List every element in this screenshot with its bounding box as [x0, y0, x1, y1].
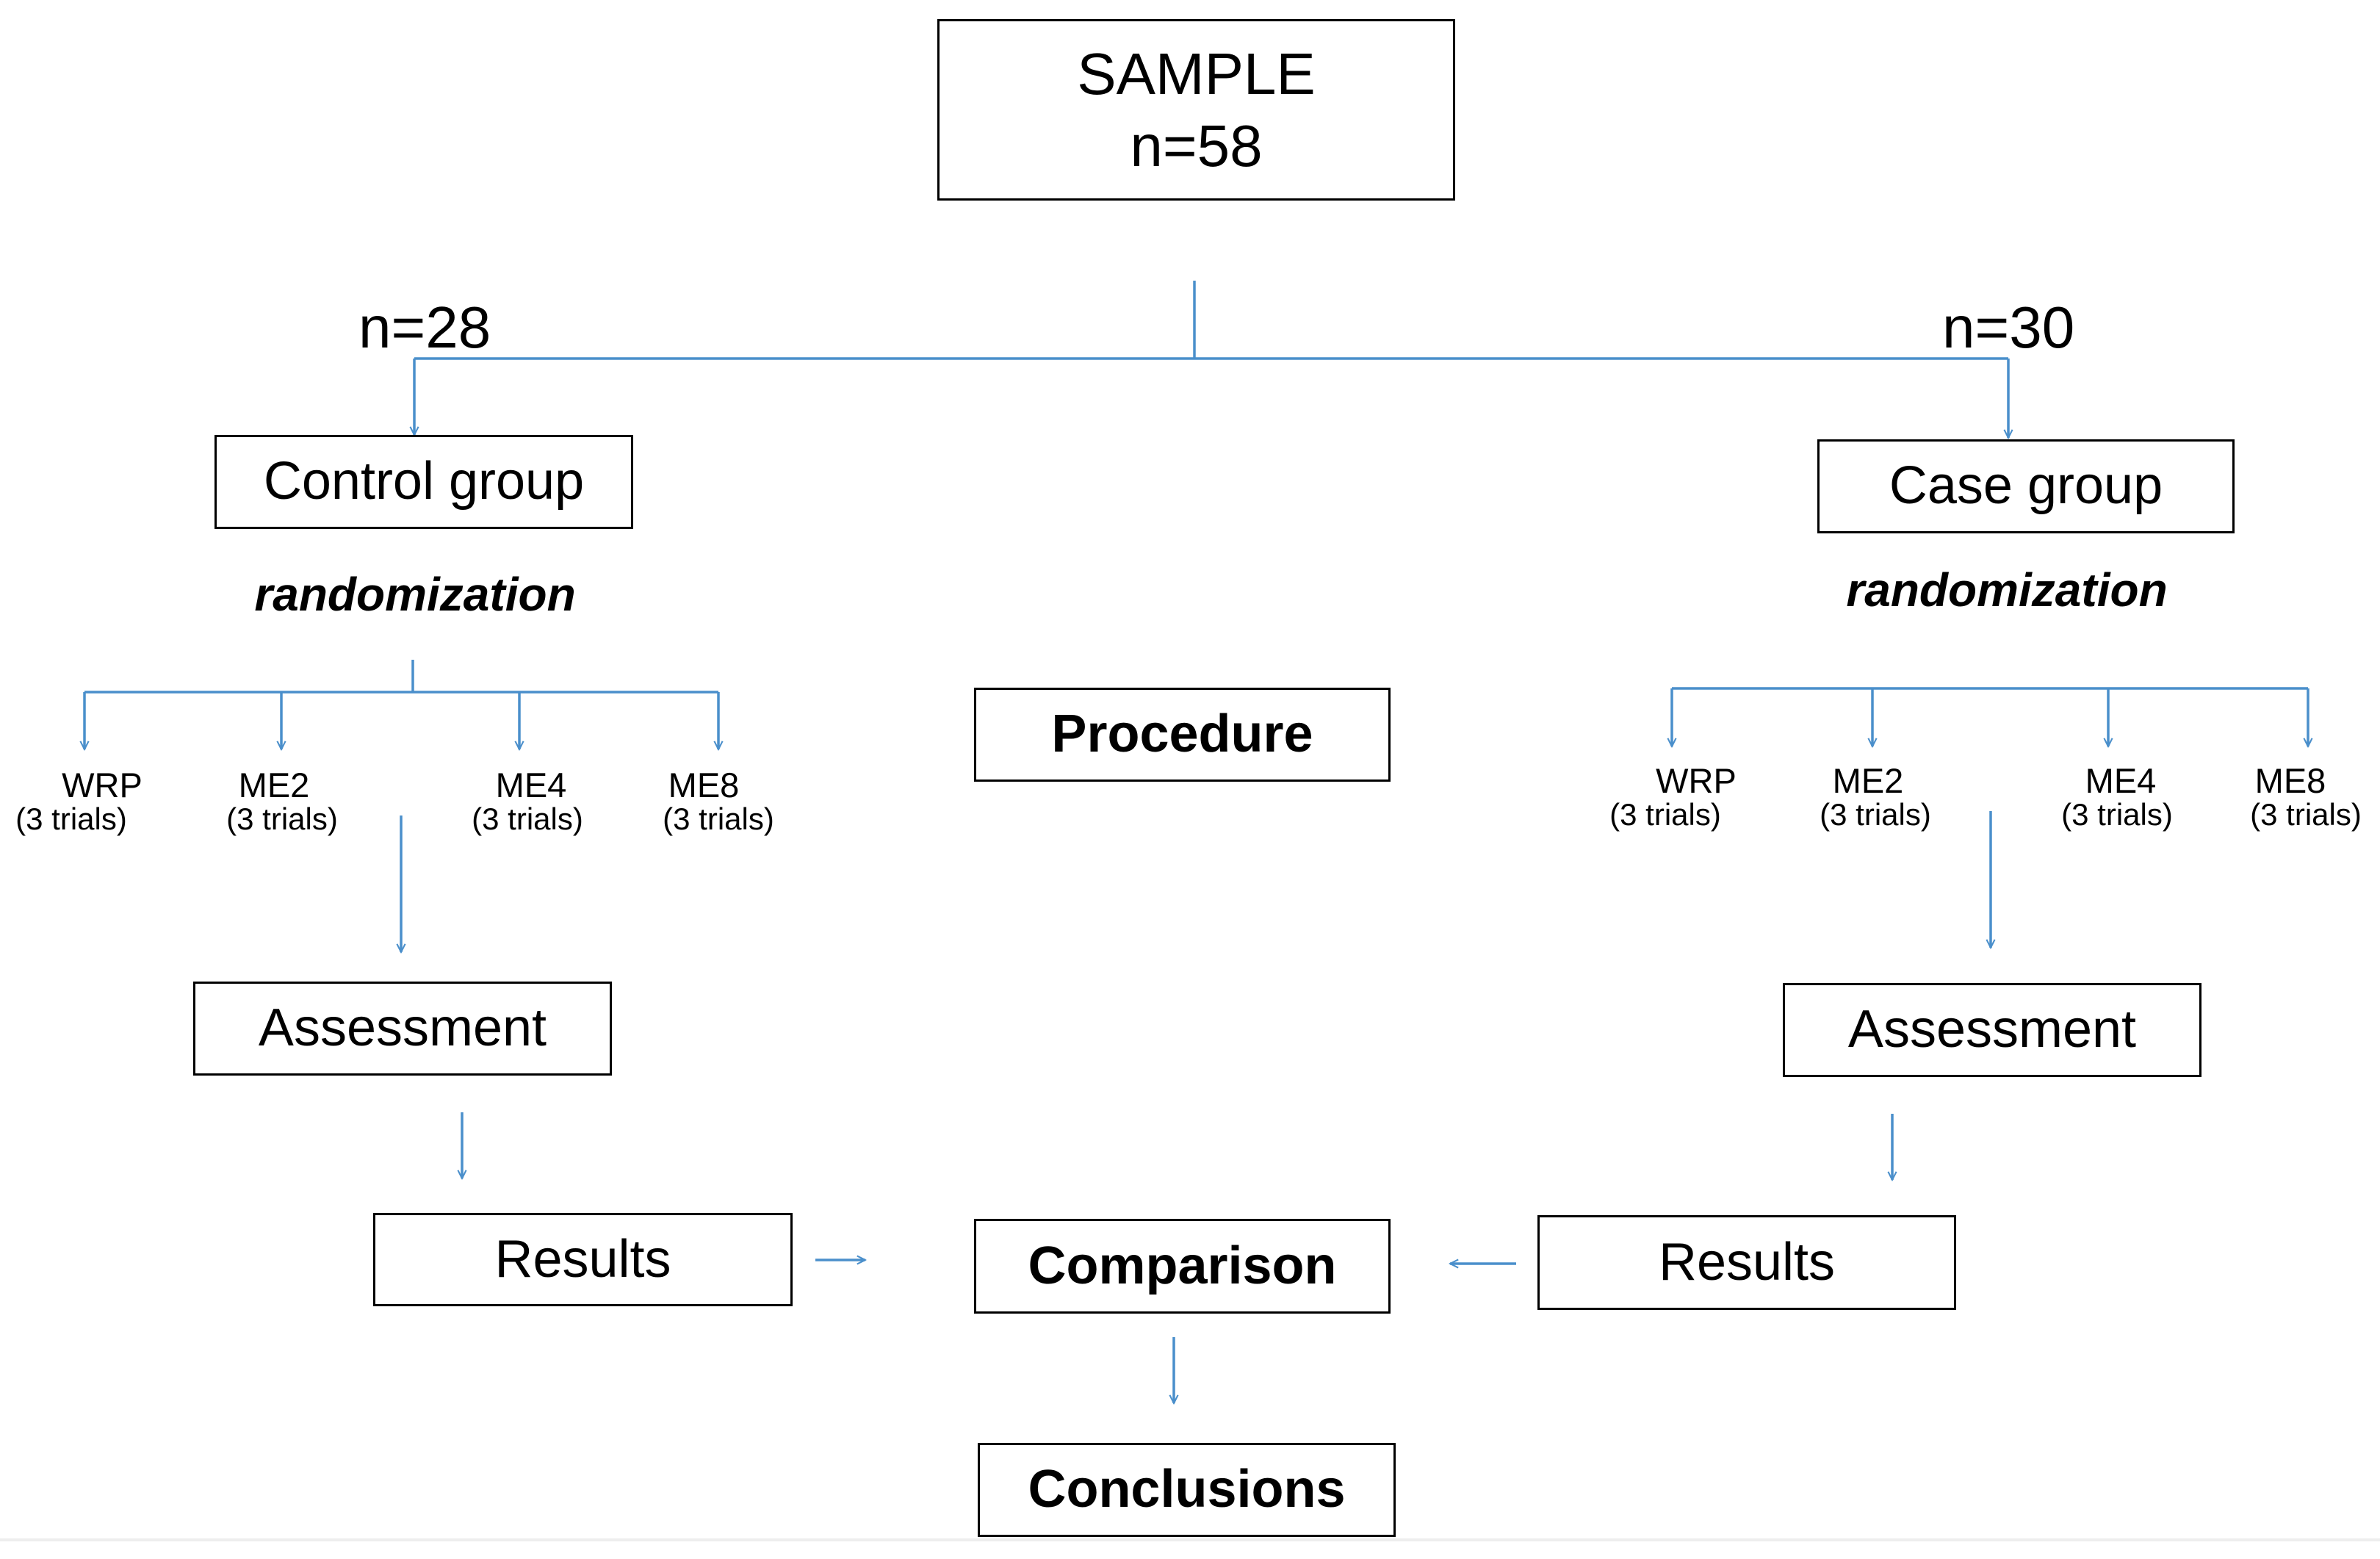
case-group-box: Case group: [1817, 439, 2235, 533]
case-group-label: Case group: [1889, 456, 2163, 516]
case-arm-wrp: WRP (3 trials): [1594, 763, 1756, 831]
comparison-label: Comparison: [1028, 1236, 1337, 1295]
control-results-box: Results: [373, 1213, 793, 1306]
case-arm-me4: ME4 (3 trials): [2036, 763, 2198, 831]
bottom-edge-line: [0, 1538, 2380, 1541]
arm-name: ME8: [668, 766, 740, 804]
arm-trials: (3 trials): [472, 802, 583, 837]
arm-name: ME4: [2085, 761, 2157, 800]
control-group-box: Control group: [214, 435, 633, 529]
control-group-label: Control group: [263, 452, 585, 511]
conclusions-box: Conclusions: [978, 1443, 1396, 1537]
case-results-box: Results: [1537, 1215, 1956, 1310]
sample-box: SAMPLE n=58: [937, 19, 1455, 201]
case-results-label: Results: [1658, 1232, 1836, 1292]
arm-name: WRP: [1656, 761, 1737, 800]
case-assessment-box: Assessment: [1783, 983, 2202, 1077]
arm-name: ME8: [2254, 761, 2326, 800]
arm-trials: (3 trials): [15, 802, 127, 837]
sample-count: n=58: [1130, 112, 1263, 179]
control-randomization-label: randomization: [254, 568, 576, 621]
arm-trials: (3 trials): [2250, 797, 2362, 832]
conclusions-label: Conclusions: [1028, 1460, 1346, 1519]
procedure-label: Procedure: [1051, 705, 1313, 764]
control-assessment-label: Assessment: [258, 998, 547, 1058]
arm-trials: (3 trials): [1609, 797, 1721, 832]
arm-name: ME2: [1832, 761, 1904, 800]
sample-title: SAMPLE: [1077, 40, 1316, 107]
arm-trials: (3 trials): [1820, 797, 1931, 832]
arm-trials: (3 trials): [2061, 797, 2173, 832]
control-count-label: n=28: [358, 295, 491, 360]
case-randomization-label: randomization: [1846, 564, 2168, 616]
control-arm-me4: ME4 (3 trials): [447, 767, 608, 835]
control-arm-wrp: WRP (3 trials): [0, 767, 162, 835]
comparison-box: Comparison: [974, 1219, 1391, 1314]
control-arm-me2: ME2 (3 trials): [198, 767, 360, 835]
control-assessment-box: Assessment: [193, 982, 612, 1076]
arm-name: ME2: [238, 766, 310, 804]
arm-trials: (3 trials): [226, 802, 338, 837]
case-arm-me8: ME8 (3 trials): [2218, 763, 2380, 831]
case-assessment-label: Assessment: [1847, 1000, 2137, 1059]
case-count-label: n=30: [1942, 295, 2075, 360]
arm-trials: (3 trials): [663, 802, 774, 837]
procedure-box: Procedure: [974, 688, 1391, 782]
arm-name: WRP: [62, 766, 143, 804]
control-results-label: Results: [494, 1229, 671, 1289]
control-arm-me8: ME8 (3 trials): [632, 767, 793, 835]
case-arm-me2: ME2 (3 trials): [1792, 763, 1954, 831]
arm-name: ME4: [495, 766, 567, 804]
